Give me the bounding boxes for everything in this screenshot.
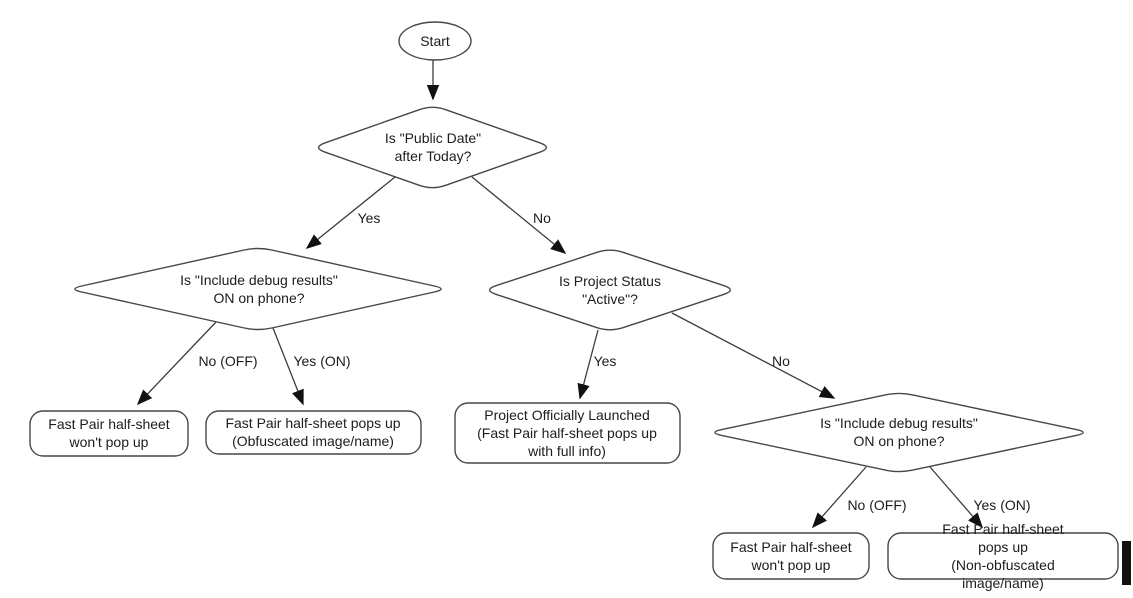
edge-project-status-no [671, 312, 836, 399]
edge-debug-right-no-off [811, 466, 867, 529]
edge-public-date-yes [305, 176, 396, 249]
edge-label-public-date-yes: Yes [357, 210, 381, 226]
debug-left-decision-label: Is "Include debug results" ON on phone? [180, 272, 338, 306]
edge-label-debug-left-no-off: No (OFF) [198, 353, 258, 369]
edge-label-project-status-yes: Yes [593, 353, 617, 369]
edge-project-status-yes [577, 329, 599, 400]
edge-debug-left-no-off [136, 321, 217, 406]
debug-right-decision-shape [714, 392, 1084, 473]
no-popup-left-result-shape [29, 410, 189, 457]
edge-label-debug-left-yes-on: Yes (ON) [293, 353, 351, 369]
non-obfuscated-result-shape [887, 532, 1119, 580]
edge-public-date-no [471, 176, 567, 254]
edge-label-debug-right-no-off: No (OFF) [847, 497, 907, 513]
launched-result-label: Project Officially Launched (Fast Pair h… [477, 407, 657, 459]
edge-debug-right-yes-on [929, 466, 984, 529]
start-node-shape [398, 21, 472, 61]
edge-label-project-status-no: No [772, 353, 790, 369]
public-date-decision-shape [317, 106, 548, 189]
no-popup-left-result-label: Fast Pair half-sheet won't pop up [48, 416, 170, 450]
debug-right-decision-label: Is "Include debug results" ON on phone? [820, 415, 978, 449]
project-status-decision-label: Is Project Status "Active"? [559, 273, 661, 307]
debug-left-decision-shape [74, 247, 442, 331]
project-status-decision-shape [488, 249, 732, 331]
edge-label-debug-right-yes-on: Yes (ON) [973, 497, 1031, 513]
start-node-label: Start [420, 33, 450, 49]
non-obfuscated-result-label: Fast Pair half-sheet pops up (Non-obfusc… [942, 521, 1064, 591]
edge-label-public-date-no: No [533, 210, 551, 226]
launched-result-shape [454, 402, 681, 464]
obfuscated-result-label: Fast Pair half-sheet pops up (Obfuscated… [225, 415, 401, 449]
public-date-decision-label: Is "Public Date" after Today? [384, 130, 482, 164]
edge-debug-left-yes-on [272, 327, 304, 406]
no-popup-right-result-label: Fast Pair half-sheet won't pop up [730, 539, 852, 573]
text-cursor-artifact [1122, 541, 1131, 585]
no-popup-right-result-shape [712, 532, 870, 580]
obfuscated-result-shape [205, 410, 422, 455]
